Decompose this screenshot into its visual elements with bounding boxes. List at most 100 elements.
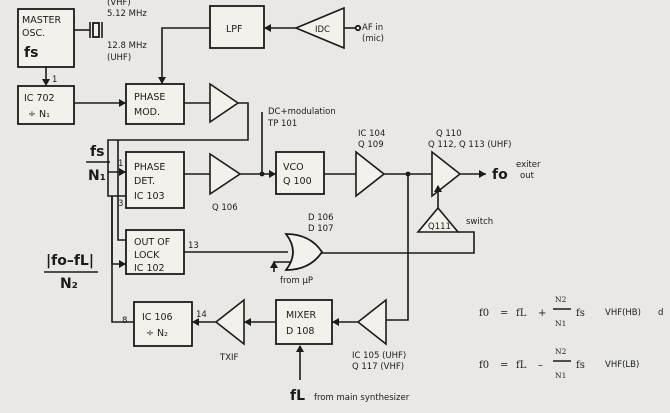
out-of-lock-box xyxy=(125,229,185,275)
formula-lb-fs: fs xyxy=(576,360,585,371)
ic702-divider: ÷ N₁ xyxy=(28,109,50,120)
ic106-label: IC 106 xyxy=(142,312,173,323)
wire-phasemod-phasedet xyxy=(107,102,249,173)
formula-hb-fs: fs xyxy=(576,308,585,319)
osc-vhf-freq: 5.12 MHz xyxy=(107,9,147,19)
out-of-lock-label-1: OUT OF xyxy=(134,237,170,248)
formula-hb: f0 = fL + N2 N1 fs VHF(HB) d xyxy=(479,295,663,328)
arrow-lpf-phasemod xyxy=(158,77,166,84)
q110-label: Q 110 xyxy=(436,129,462,139)
phase-mod-label-1: PHASE xyxy=(134,92,165,103)
arrow-output xyxy=(479,170,486,178)
d106-label: D 106 xyxy=(308,213,333,223)
ic104-amplifier xyxy=(355,150,386,198)
arrow-n2-outlock xyxy=(119,260,126,268)
q110-amplifier xyxy=(431,150,462,198)
osc-uhf-freq: 12.8 MHz xyxy=(107,41,147,51)
af-in-sub: (mic) xyxy=(362,34,384,44)
formula-hb-lhs: f0 xyxy=(479,308,489,319)
out-of-lock-pin13: 13 xyxy=(188,241,199,251)
mixer-d108: D 108 xyxy=(286,326,314,337)
arrow-fl-mixer xyxy=(296,345,304,352)
phase-det-pin3: 3 xyxy=(118,199,123,209)
phase-det-label-2: DET. xyxy=(134,176,155,187)
from-up-label: from µP xyxy=(280,276,313,286)
master-osc-title-1: MASTER xyxy=(22,15,62,26)
osc-uhf-band: (UHF) xyxy=(107,53,131,63)
master-osc-box xyxy=(17,8,75,68)
phase-mod-amplifier xyxy=(209,82,240,124)
formula-lb-den: N1 xyxy=(555,371,566,380)
wire-fsn1-pin3 xyxy=(107,172,126,197)
lpf-box xyxy=(209,5,265,49)
output-out: out xyxy=(520,171,535,181)
d107-label: D 107 xyxy=(308,224,333,234)
formula-hb-num: N2 xyxy=(555,295,567,304)
q106-label: Q 106 xyxy=(212,203,238,213)
crystal-icon xyxy=(74,22,103,38)
arrow-ic702-phasemod xyxy=(119,99,126,107)
fs-n1-den: N₁ xyxy=(88,168,106,184)
formula-hb-den: N1 xyxy=(555,319,566,328)
fl-symbol: fL xyxy=(290,388,305,404)
formula-lb: f0 = fL – N2 N1 fs VHF(LB) xyxy=(479,347,639,380)
out-of-lock-label-2: LOCK xyxy=(134,250,160,261)
phase-det-label-3: IC 103 xyxy=(134,191,165,202)
q109-label: Q 109 xyxy=(358,140,384,150)
idc-label: IDC xyxy=(315,25,330,35)
ic105-amplifier xyxy=(356,298,387,346)
ic105-label: IC 105 (UHF) xyxy=(352,351,406,361)
q106-amplifier xyxy=(209,152,242,196)
phase-det-box xyxy=(125,151,185,209)
af-in-terminal xyxy=(354,24,362,32)
arrow-osc-ic702 xyxy=(42,79,50,86)
phase-mod-label-2: MOD. xyxy=(134,107,160,118)
fs-n1-num: fs xyxy=(90,144,104,160)
arrow-phasemod-phasedet xyxy=(119,168,126,176)
arrow-up-or xyxy=(270,261,278,268)
af-in-label: AF in xyxy=(362,23,383,33)
q111-label: Q111 xyxy=(428,222,451,232)
junction-tp101 xyxy=(259,171,265,177)
dc-mod-label: DC+modulation xyxy=(268,107,336,117)
output-symbol: fo xyxy=(492,167,508,183)
mixer-label: MIXER xyxy=(286,310,317,321)
switch-label: switch xyxy=(466,217,493,227)
phase-det-label-1: PHASE xyxy=(134,162,165,173)
formula-lb-eq: = xyxy=(500,360,508,371)
wire-lpf-phasemod xyxy=(161,27,210,84)
master-osc-symbol: fs xyxy=(24,45,38,61)
q117-label: Q 117 (VHF) xyxy=(352,362,404,372)
ic104-label: IC 104 xyxy=(358,129,385,139)
formula-lb-band: VHF(LB) xyxy=(605,360,639,370)
out-of-lock-label-3: IC 102 xyxy=(134,263,165,274)
osc-vhf-band: (VHF) xyxy=(107,0,131,8)
ic702-label: IC 702 xyxy=(24,93,55,104)
formula-lb-op: – xyxy=(538,360,543,371)
or-gate xyxy=(284,233,324,271)
formula-lb-lhs: f0 xyxy=(479,360,489,371)
lpf-label: LPF xyxy=(226,24,243,35)
arrow-q106-vco xyxy=(269,170,276,178)
ic106-pin8: 8 xyxy=(122,316,127,326)
arrow-mixer-txif xyxy=(244,318,251,326)
pin-1-osc: 1 xyxy=(52,75,57,85)
arrow-idc-lpf xyxy=(264,24,271,32)
formula-hb-op: + xyxy=(538,308,546,319)
vco-label: VCO xyxy=(283,162,304,173)
formula-hb-eq: = xyxy=(500,308,508,319)
arrow-txif-ic106 xyxy=(192,318,199,326)
wire-or-q111 xyxy=(318,231,475,254)
q111-switch xyxy=(416,206,460,233)
mixer-box xyxy=(275,299,333,345)
ic106-box xyxy=(133,301,193,347)
ic106-pin14: 14 xyxy=(196,310,207,320)
ic702-box xyxy=(17,85,75,125)
formula-hb-fl: fL xyxy=(516,308,527,319)
formula-lb-fl: fL xyxy=(516,360,527,371)
vco-box xyxy=(275,151,325,195)
phase-mod-box xyxy=(125,83,185,125)
vco-q100: Q 100 xyxy=(283,176,312,187)
arrow-ic105-mixer xyxy=(332,318,339,326)
